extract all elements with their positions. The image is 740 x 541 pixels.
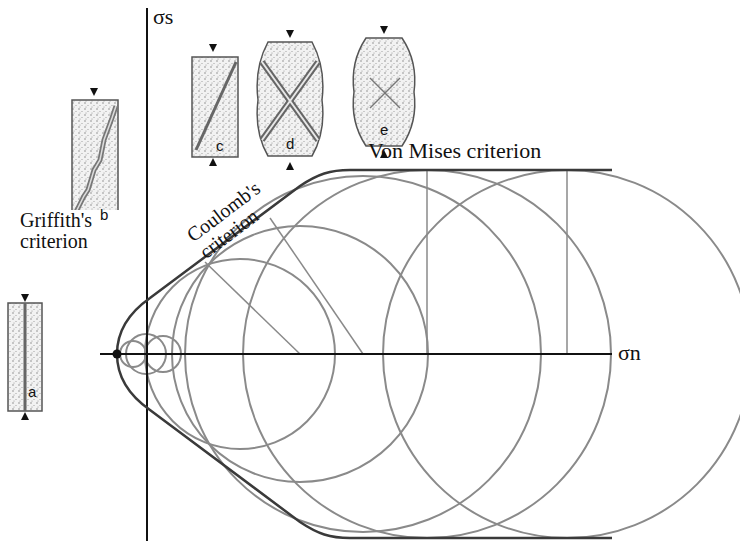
criterion-label: Coulomb's criterion <box>183 171 285 262</box>
specimen-letter: d <box>286 136 294 151</box>
failure-envelope <box>117 170 612 538</box>
specimen-letter: c <box>216 138 224 153</box>
axis-label: σn <box>618 342 641 364</box>
specimen-e <box>353 26 415 158</box>
axes <box>100 8 612 541</box>
criterion-label: Von Mises criterion <box>368 140 541 162</box>
specimen-a <box>8 294 42 420</box>
specimen-c <box>192 44 238 166</box>
axis-label: σs <box>153 6 173 28</box>
tensile-point <box>113 350 122 359</box>
specimen-letter: a <box>28 384 36 399</box>
specimen-d <box>257 30 323 170</box>
specimen-letter: e <box>380 122 388 137</box>
specimen-letter: b <box>100 207 108 222</box>
